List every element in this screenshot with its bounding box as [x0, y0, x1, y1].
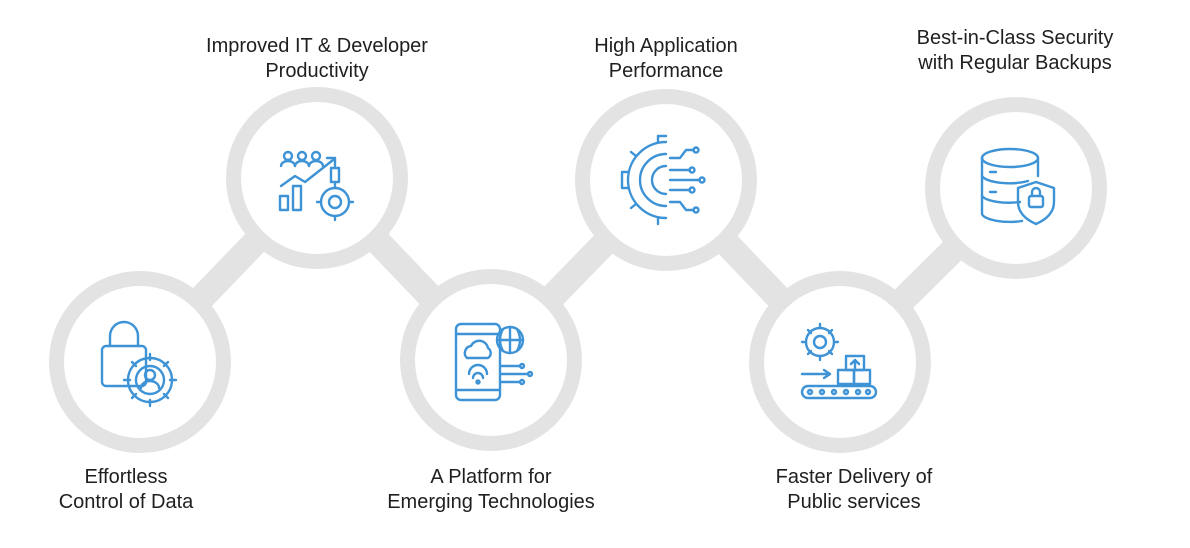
- node-app-performance: [575, 89, 757, 271]
- label-line: Control of Data: [58, 491, 194, 513]
- team-growth-chart-gear-icon: [278, 150, 355, 222]
- label-line: Performance: [608, 60, 724, 82]
- database-lock-shield-icon: [980, 147, 1056, 226]
- node-it-productivity: [226, 87, 408, 269]
- node-disc: [764, 286, 916, 438]
- node-disc: [940, 112, 1092, 264]
- node-security-backups: [925, 97, 1107, 279]
- lock-user-gear-icon: [100, 320, 178, 408]
- label-security-backups: Best-in-Class Security with Regular Back…: [880, 26, 1150, 76]
- node-public-services: [749, 271, 931, 453]
- label-line: Emerging Technologies: [387, 491, 595, 513]
- label-line: Productivity: [265, 60, 369, 82]
- label-line: High Application: [594, 35, 738, 57]
- label-effortless-control: Effortless Control of Data: [26, 465, 226, 515]
- label-line: with Regular Backups: [918, 52, 1112, 74]
- node-effortless-control: [49, 271, 231, 453]
- node-disc: [415, 284, 567, 436]
- label-line: Best-in-Class Security: [916, 27, 1114, 49]
- label-it-productivity: Improved IT & Developer Productivity: [172, 34, 462, 84]
- mobile-cloud-globe-icon: [454, 322, 534, 402]
- label-public-services: Faster Delivery of Public services: [734, 465, 974, 515]
- conveyor-boxes-gear-icon: [800, 322, 878, 400]
- label-line: Effortless: [84, 466, 168, 488]
- label-line: Faster Delivery of: [775, 466, 933, 488]
- node-disc: [64, 286, 216, 438]
- gear-circuit-icon: [620, 134, 706, 226]
- node-emerging-tech: [400, 269, 582, 451]
- label-emerging-tech: A Platform for Emerging Technologies: [356, 465, 626, 515]
- label-line: Improved IT & Developer: [206, 35, 428, 57]
- label-line: Public services: [787, 491, 921, 513]
- node-disc: [590, 104, 742, 256]
- label-app-performance: High Application Performance: [546, 34, 786, 84]
- node-disc: [241, 102, 393, 254]
- label-line: A Platform for: [430, 466, 552, 488]
